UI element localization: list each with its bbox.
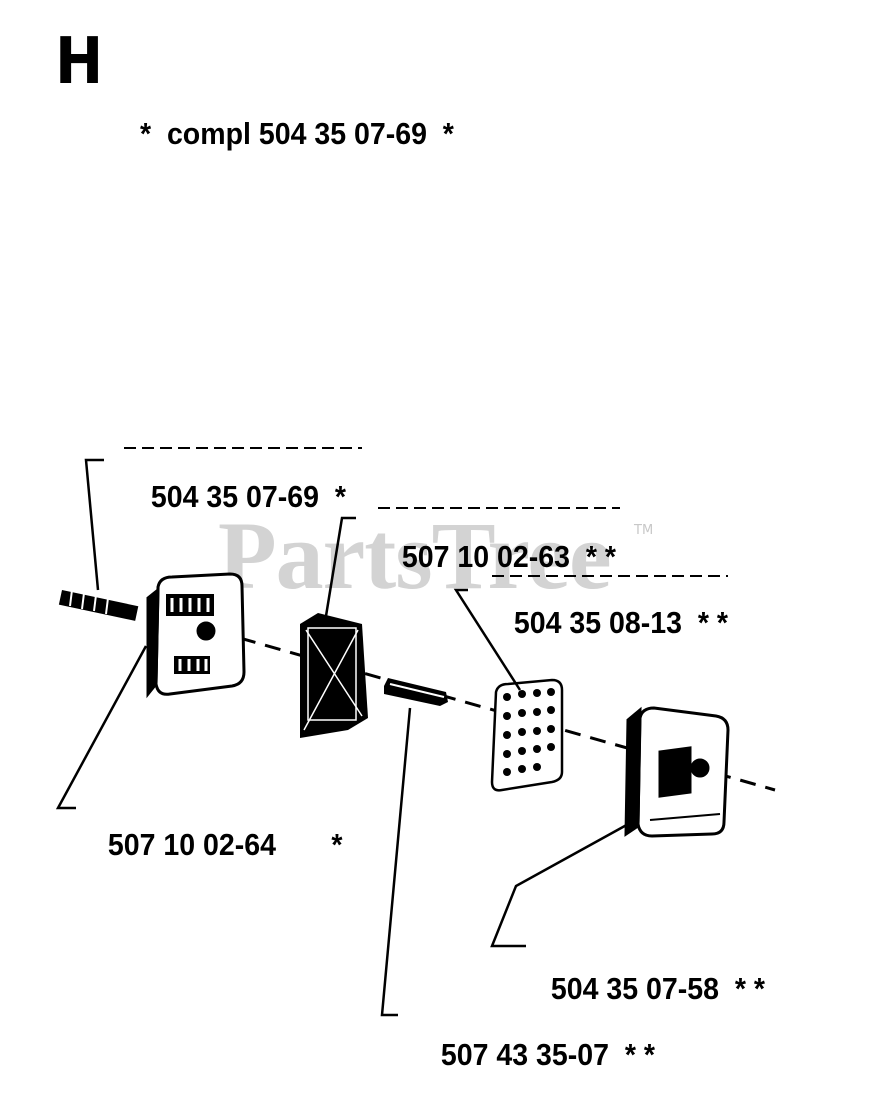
callout-507-10-02-64: 507 10 02-64 * — [92, 798, 343, 860]
asterisk-marks: * * — [734, 971, 765, 1006]
section-letter: H — [55, 25, 104, 99]
filter-cover-left — [146, 572, 246, 699]
filter-housing-right — [624, 706, 730, 838]
filter-element — [300, 613, 368, 738]
part-number: 507 43 35-07 — [440, 1037, 609, 1072]
part-number: 507 10 02-64 — [107, 827, 276, 862]
callout-504-35-08-13: 504 35 08-13 * * — [498, 576, 728, 638]
spacer-sleeve — [384, 678, 448, 706]
asterisk-marks: * * — [624, 1037, 655, 1072]
callout-507-43-35-07: 507 43 35-07 * * — [425, 1008, 655, 1070]
trademark-mark: TM — [634, 523, 654, 538]
asterisk-marks: * * — [697, 605, 728, 640]
part-number: 507 10 02-63 — [401, 539, 570, 574]
bolt-part — [58, 589, 139, 621]
leader-lines — [55, 458, 633, 1017]
callout-brackets — [124, 447, 728, 577]
callout-504-35-07-58: 504 35 07-58 * * — [535, 942, 765, 1004]
part-number: 504 35 07-69 — [150, 479, 319, 514]
asterisk-marks: * * — [585, 539, 616, 574]
asterisk-marks: * — [331, 827, 343, 862]
perforated-plate — [490, 678, 564, 792]
assembly-label: * compl 504 35 07-69 * — [140, 116, 454, 151]
asterisk-marks: * — [334, 479, 346, 514]
callout-504-35-07-69: 504 35 07-69 * — [135, 450, 346, 512]
callout-507-10-02-63: 507 10 02-63 * * — [386, 510, 616, 572]
part-number: 504 35 07-58 — [550, 971, 719, 1006]
partstree-watermark: PartsTree — [218, 502, 612, 609]
part-number: 504 35 08-13 — [513, 605, 682, 640]
